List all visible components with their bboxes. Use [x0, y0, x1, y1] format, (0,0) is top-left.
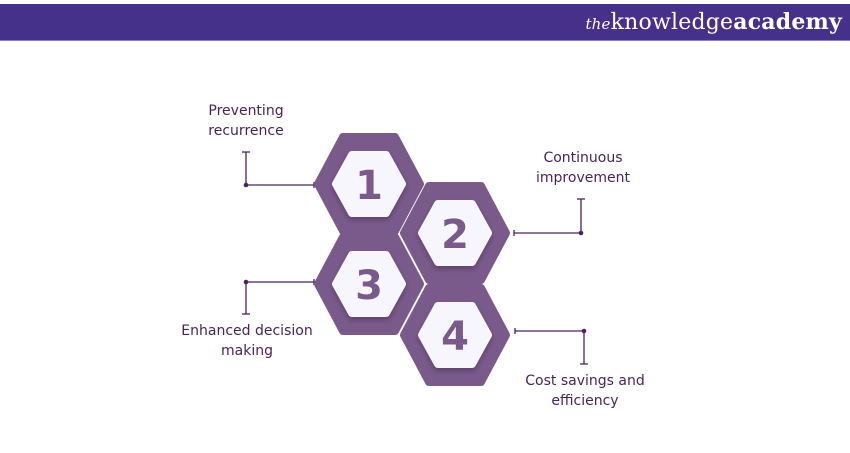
label-continuous-improvement: Continuous improvement [523, 148, 643, 188]
label-3-line1: Enhanced decision [181, 323, 313, 339]
label-1-line1: Preventing [208, 103, 284, 119]
hexagon-1-number: 1 [355, 163, 383, 209]
hexagon-1: 1 [314, 133, 424, 235]
label-4-line1: Cost savings and [525, 373, 645, 389]
hexagon-4: 4 [400, 284, 510, 386]
label-4-line2: efficiency [551, 393, 619, 409]
connector-2 [513, 198, 585, 236]
header-bar: theknowledgeacademy [0, 4, 850, 41]
connector-4 [514, 328, 588, 365]
label-2-line2: improvement [536, 170, 630, 186]
hexagon-3: 3 [314, 233, 424, 335]
hexagon-3-number: 3 [355, 263, 383, 309]
label-enhanced-decision-making: Enhanced decision making [167, 321, 327, 361]
connector-1 [242, 151, 315, 188]
hexagon-2-number: 2 [441, 212, 469, 258]
hexagon-2: 2 [400, 182, 510, 284]
label-3-line2: making [221, 343, 273, 359]
label-2-line1: Continuous [543, 150, 623, 166]
label-preventing-recurrence: Preventing recurrence [186, 101, 306, 141]
brand-logo: theknowledgeacademy [585, 9, 842, 37]
brand-middle: knowledge [610, 10, 734, 35]
brand-prefix: the [585, 15, 611, 33]
hexagon-4-number: 4 [441, 314, 469, 360]
label-cost-savings-efficiency: Cost savings and efficiency [505, 371, 665, 411]
connector-3 [242, 279, 315, 315]
label-1-line2: recurrence [208, 123, 284, 139]
brand-suffix: academy [733, 9, 842, 35]
